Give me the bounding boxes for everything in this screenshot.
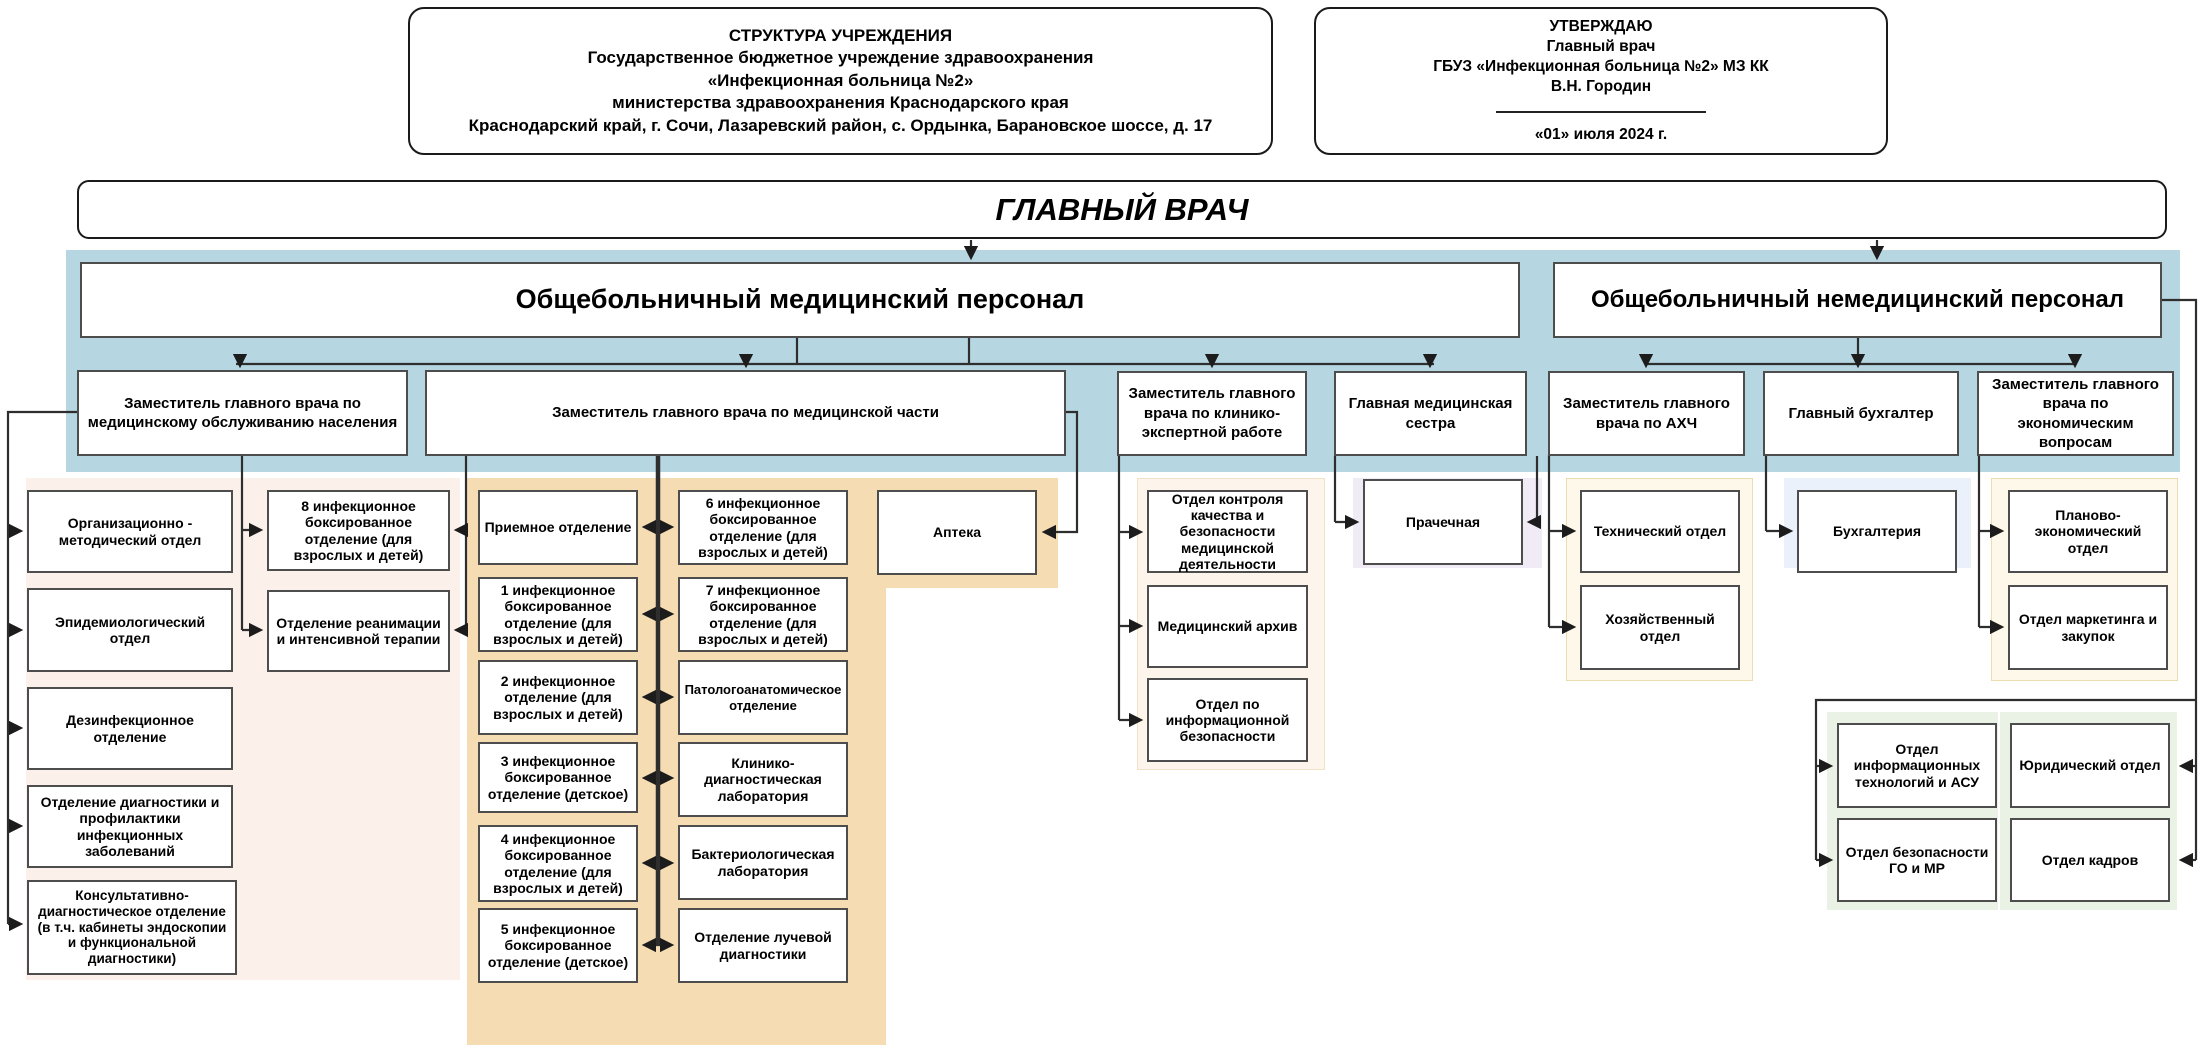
node-infection4: 4 инфекционное боксированное отделение (…	[478, 825, 638, 902]
node-infection2: 2 инфекционное отделение (для взрослых и…	[478, 660, 638, 735]
structure-title-box: СТРУКТУРА УЧРЕЖДЕНИЯ Государственное бюд…	[408, 7, 1273, 155]
node-infection8: 8 инфекционное боксированное отделение (…	[267, 490, 450, 571]
group-medical-personnel: Общебольничный медицинский персонал	[80, 262, 1520, 338]
node-marketing: Отдел маркетинга и закупок	[2008, 585, 2168, 670]
node-admission: Приемное отделение	[478, 490, 638, 565]
node-info-security: Отдел по информационной безопасности	[1147, 678, 1308, 762]
node-infection3: 3 инфекционное боксированное отделение (…	[478, 742, 638, 813]
node-safety-go-mr: Отдел безопасности ГО и МР	[1837, 818, 1997, 902]
node-hr: Отдел кадров	[2010, 818, 2170, 902]
node-disinfection: Дезинфекционное отделение	[27, 687, 233, 770]
node-clinical-lab: Клинико-диагностическая лаборатория	[678, 742, 848, 817]
node-infection1: 1 инфекционное боксированное отделение (…	[478, 577, 638, 652]
node-org-method: Организационно - методический отдел	[27, 490, 233, 573]
node-household: Хозяйственный отдел	[1580, 585, 1740, 670]
approval-line: В.Н. Городин	[1550, 78, 1652, 96]
node-consultative: Консультативно-диагностическое отделение…	[27, 880, 237, 975]
node-technical: Технический отдел	[1580, 490, 1740, 573]
node-accounting: Бухгалтерия	[1797, 490, 1957, 573]
deputy-ahch: Заместитель главного врача по АХЧ	[1548, 371, 1745, 456]
approval-box: УТВЕРЖДАЮ Главный врач ГБУЗ «Инфекционна…	[1314, 7, 1888, 155]
node-quality-control: Отдел контроля качества и безопасности м…	[1147, 490, 1308, 573]
node-laundry: Прачечная	[1363, 479, 1523, 565]
node-planning-economic: Планово-экономический отдел	[2008, 490, 2168, 573]
node-diagnostics-prevention: Отделение диагностики и профилактики инф…	[27, 785, 233, 868]
node-infection5: 5 инфекционное боксированное отделение (…	[478, 908, 638, 983]
deputy-economics: Заместитель главного врача по экономичес…	[1977, 371, 2174, 456]
structure-title-line: СТРУКТУРА УЧРЕЖДЕНИЯ	[728, 25, 953, 45]
node-infection7: 7 инфекционное боксированное отделение (…	[678, 577, 848, 652]
node-it-asu: Отдел информационных технологий и АСУ	[1837, 723, 1997, 808]
node-radiology: Отделение лучевой диагностики	[678, 908, 848, 983]
deputy-medical-service: Заместитель главного врача по медицинско…	[77, 370, 408, 456]
deputy-medical-part: Заместитель главного врача по медицинско…	[425, 370, 1066, 456]
node-reanimation: Отделение реанимации и интенсивной терап…	[267, 590, 450, 672]
node-legal: Юридический отдел	[2010, 723, 2170, 808]
group-nonmedical-personnel: Общебольничный немедицинский персонал	[1553, 262, 2162, 338]
approval-line: Главный врач	[1546, 37, 1656, 55]
node-pharmacy: Аптека	[877, 490, 1037, 575]
node-pathology: Патологоанатомическое отделение	[678, 660, 848, 735]
chief-doctor-banner: ГЛАВНЫЙ ВРАЧ	[77, 180, 2167, 239]
chief-accountant: Главный бухгалтер	[1763, 371, 1959, 456]
node-epidemiology: Эпидемиологический отдел	[27, 588, 233, 672]
approval-line: УТВЕРЖДАЮ	[1549, 17, 1653, 35]
node-bacteriology-lab: Бактериологическая лаборатория	[678, 825, 848, 900]
approval-date: «01» июля 2024 г.	[1534, 126, 1668, 144]
structure-title-line: Государственное бюджетное учреждение здр…	[587, 48, 1094, 68]
deputy-clinical-expert: Заместитель главного врача по клинико-эк…	[1117, 371, 1307, 456]
chief-nurse: Главная медицинская сестра	[1334, 371, 1527, 456]
structure-title-line: министерства здравоохранения Краснодарск…	[612, 93, 1069, 113]
structure-title-line: «Инфекционная больница №2»	[707, 70, 974, 90]
signature-line	[1496, 111, 1706, 114]
structure-title-line: Краснодарский край, г. Сочи, Лазаревский…	[468, 115, 1213, 135]
approval-line: ГБУЗ «Инфекционная больница №2» МЗ КК	[1433, 57, 1769, 75]
node-infection6: 6 инфекционное боксированное отделение (…	[678, 490, 848, 565]
node-medical-archive: Медицинский архив	[1147, 585, 1308, 668]
